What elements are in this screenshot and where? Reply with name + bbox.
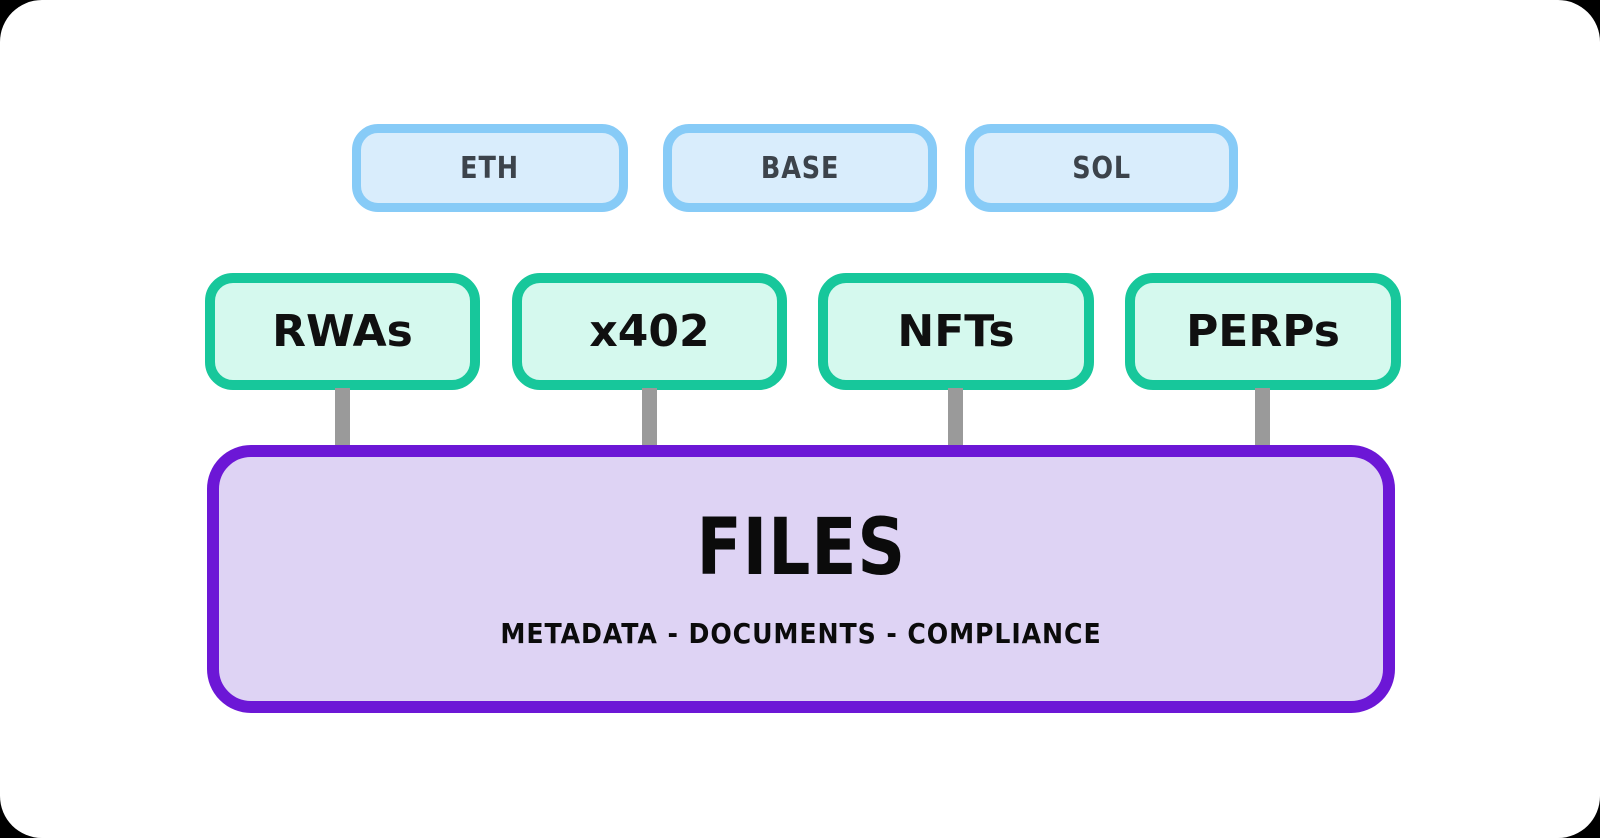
connector-line xyxy=(335,388,350,448)
files-subtitle: METADATA - DOCUMENTS - COMPLIANCE xyxy=(500,616,1102,650)
chain-node-label: ETH xyxy=(460,150,520,186)
asset-node-nfts: NFTs xyxy=(818,273,1094,390)
files-title: FILES xyxy=(696,502,906,593)
connector-line xyxy=(642,388,657,448)
asset-node-label: PERPs xyxy=(1186,306,1340,357)
chain-node-label: BASE xyxy=(760,150,840,186)
chain-node-label: SOL xyxy=(1072,150,1131,186)
connector-line xyxy=(1255,388,1270,448)
files-node: FILES METADATA - DOCUMENTS - COMPLIANCE xyxy=(207,445,1395,713)
asset-node-label: NFTs xyxy=(897,306,1015,357)
asset-node-rwas: RWAs xyxy=(205,273,480,390)
asset-node-x402: x402 xyxy=(512,273,787,390)
connector-line xyxy=(948,388,963,448)
chain-node-eth: ETH xyxy=(352,124,628,212)
asset-node-perps: PERPs xyxy=(1125,273,1401,390)
chain-node-sol: SOL xyxy=(965,124,1238,212)
asset-node-label: RWAs xyxy=(272,306,413,357)
chain-node-base: BASE xyxy=(663,124,937,212)
asset-node-label: x402 xyxy=(589,306,710,357)
